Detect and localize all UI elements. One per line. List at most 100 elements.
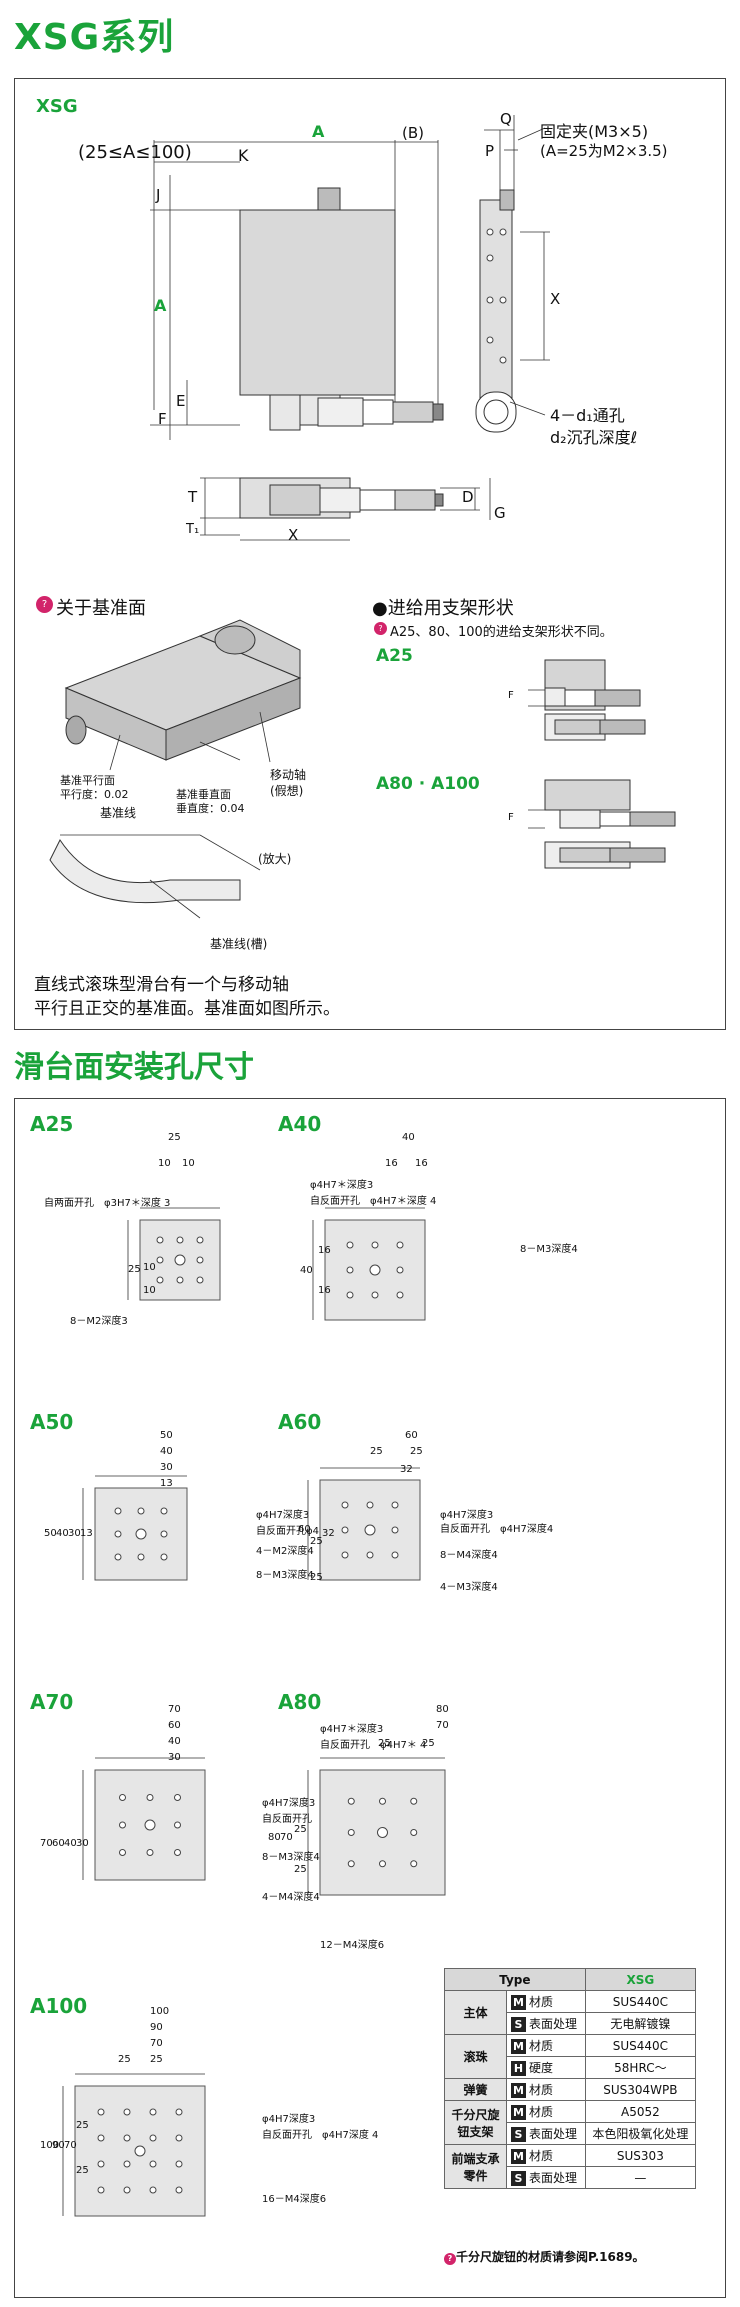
mount-hole <box>347 1829 355 1836</box>
feed-note: A25、80、100的进给支架形状不同。 <box>390 625 613 640</box>
dim-q: Q <box>500 110 512 128</box>
dim-note: 50 <box>44 1528 57 1539</box>
reference-iso-drawing <box>49 619 302 919</box>
dim-note: 30 <box>160 1462 173 1473</box>
desc-line1: 直线式滚珠型滑台有一个与移动轴 <box>34 975 289 995</box>
dim-note: 70 <box>150 2038 163 2049</box>
dim-note: 80 <box>436 1704 449 1715</box>
dim-b: (B) <box>402 124 424 142</box>
mount-hole <box>174 1821 181 1829</box>
dim-note: 32 <box>322 1528 335 1539</box>
mount-hole <box>174 1849 181 1856</box>
mount-hole <box>156 1276 164 1284</box>
mount-hole <box>371 1291 379 1299</box>
feed-bracket-drawing <box>528 659 676 869</box>
mount-hole <box>123 2160 131 2168</box>
dim-note: 80 <box>268 1832 281 1843</box>
mount-hole <box>119 1821 126 1829</box>
mount-hole <box>196 1256 204 1264</box>
mount-hole <box>391 1551 399 1559</box>
clamp-label: 固定夹(M3×5) <box>540 122 649 141</box>
mount-hole <box>97 2160 105 2168</box>
spec-value: A5052 <box>584 2100 697 2123</box>
spec-mark-icon: S <box>511 2017 526 2032</box>
ref-title: 关于基准面 <box>56 598 146 619</box>
pin-hole <box>369 1264 381 1276</box>
spec-mark-icon: H <box>511 2061 526 2076</box>
dim-note: 25 <box>310 1572 323 1583</box>
spec-head-xsg: XSG <box>584 1968 697 1991</box>
mount-hole <box>341 1501 349 1509</box>
dim-note: 25 <box>76 2165 89 2176</box>
dim-note: 16 <box>318 1245 331 1256</box>
feed-title: ●进给用支架形状 <box>372 598 514 619</box>
dim-note: 25 <box>422 1738 435 1749</box>
mount-hole <box>391 1526 399 1534</box>
dim-note: 60 <box>52 1838 65 1849</box>
dim-x-side: X <box>550 290 561 308</box>
dim-note: 25 <box>168 1132 181 1143</box>
mount-hole <box>114 1530 122 1538</box>
spec-value: 本色阳极氧化处理 <box>584 2122 697 2145</box>
info-icon: ? <box>374 622 387 635</box>
spec-value: SUS440C <box>584 1990 697 2013</box>
spec-note: ?千分尺旋钮的材质请参阅P.1689。 <box>444 2248 645 2265</box>
pin-hole <box>135 1528 147 1540</box>
dim-note: 40 <box>300 1265 313 1276</box>
diagram-label-a80: A80 <box>278 1690 322 1714</box>
plate-drawing-a25 <box>127 1207 221 1301</box>
holes-through: 4－d₁通孔 <box>550 406 625 425</box>
mount-hole <box>97 2186 105 2194</box>
mount-hole <box>123 2186 131 2194</box>
mount-hole <box>123 2108 131 2116</box>
plate-drawing-a70 <box>82 1757 206 1881</box>
mount-hole <box>410 1860 418 1868</box>
diagram-label-a25: A25 <box>30 1112 74 1136</box>
mount-hole <box>137 1507 145 1515</box>
dim-f: F <box>158 410 167 428</box>
mount-hole <box>410 1829 418 1836</box>
pin-hole <box>144 1819 156 1831</box>
spec-value: — <box>584 2166 697 2189</box>
dim-note: 25 <box>294 1864 307 1875</box>
mount-hole <box>175 2108 183 2116</box>
spec-category: 滚珠 <box>444 2034 507 2079</box>
mount-hole <box>156 1236 164 1244</box>
ref-perp-val: 垂直度：0.04 <box>176 802 245 815</box>
plate-drawing-a100 <box>62 2073 206 2217</box>
dim-note: 25 <box>150 2054 163 2065</box>
mount-hole <box>175 2186 183 2194</box>
dim-note: 60 <box>405 1430 418 1441</box>
mount-hole <box>149 2108 157 2116</box>
mount-hole <box>379 1860 386 1868</box>
spec-value: 58HRC～ <box>584 2056 697 2079</box>
spec-mark-icon: S <box>511 2171 526 2186</box>
mount-hole <box>114 1507 122 1515</box>
mount-hole <box>371 1241 379 1249</box>
spec-category: 弹簧 <box>444 2078 507 2101</box>
mount-hole <box>347 1860 355 1868</box>
mount-hole <box>160 1530 168 1538</box>
mount-hole <box>396 1266 404 1274</box>
axis-note: (假想) <box>270 784 304 798</box>
diagram-label-a60: A60 <box>278 1410 322 1434</box>
spec-category: 主体 <box>444 1990 507 2035</box>
dim-note: φ4H7＊深度3 <box>310 1180 374 1191</box>
dim-note: 自反面开孔 φ4H7＊深度 4 <box>310 1196 437 1207</box>
dim-note: 30 <box>76 1838 89 1849</box>
dim-note: 40 <box>64 1838 77 1849</box>
dim-d: D <box>462 488 474 506</box>
range-label: (25≤A≤100) <box>78 142 192 163</box>
mount-hole <box>160 1507 168 1515</box>
dim-note: 12－M4深度6 <box>320 1940 385 1951</box>
mount-hole <box>114 1553 122 1561</box>
spec-mark-icon: S <box>511 2127 526 2142</box>
spec-value: SUS304WPB <box>584 2078 697 2101</box>
